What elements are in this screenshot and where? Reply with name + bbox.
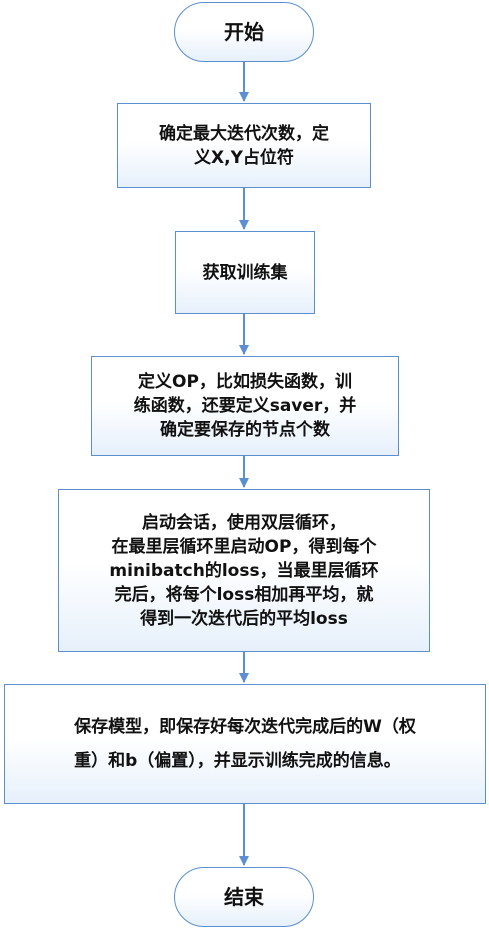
- process-step-2: 获取训练集: [175, 231, 315, 314]
- end-terminal: 结束: [174, 867, 314, 927]
- process-step-1: 确定最大迭代次数，定 义X,Y占位符: [117, 103, 371, 188]
- step-1-line-2: 义X,Y占位符: [194, 147, 294, 168]
- end-label: 结束: [224, 885, 264, 909]
- step-4-line-5: 得到一次迭代后的平均loss: [140, 608, 348, 629]
- step-3-line-2: 练函数，还要定义saver，并: [133, 396, 357, 416]
- process-step-5: 保存模型，即保存好每次迭代完成后的W（权 重）和b（偏置），并显示训练完成的信息…: [4, 684, 486, 804]
- step-4-line-4: 完后，将每个loss相加再平均，就: [114, 584, 374, 605]
- step-3-line-1: 定义OP，比如损失函数，训: [138, 372, 352, 392]
- step-4-line-2: 在最里层循环里启动OP，得到每个: [111, 536, 377, 557]
- process-step-3: 定义OP，比如损失函数，训 练函数，还要定义saver，并 确定要保存的节点个数: [91, 356, 399, 456]
- step-3-line-3: 确定要保存的节点个数: [160, 420, 330, 440]
- process-step-4: 启动会话，使用双层循环， 在最里层循环里启动OP，得到每个 minibatch的…: [58, 489, 430, 652]
- step-4-line-1: 启动会话，使用双层循环，: [141, 512, 346, 533]
- step-1-line-1: 确定最大迭代次数，定: [159, 123, 329, 144]
- start-terminal: 开始: [174, 2, 314, 62]
- step-5-line-2: 重）和b（偏置），并显示训练完成的信息。: [74, 751, 401, 771]
- step-5-line-1: 保存模型，即保存好每次迭代完成后的W（权: [74, 717, 416, 737]
- start-label: 开始: [224, 20, 264, 44]
- step-2-line-1: 获取训练集: [202, 262, 288, 283]
- step-4-line-3: minibatch的loss，当最里层循环: [109, 560, 379, 581]
